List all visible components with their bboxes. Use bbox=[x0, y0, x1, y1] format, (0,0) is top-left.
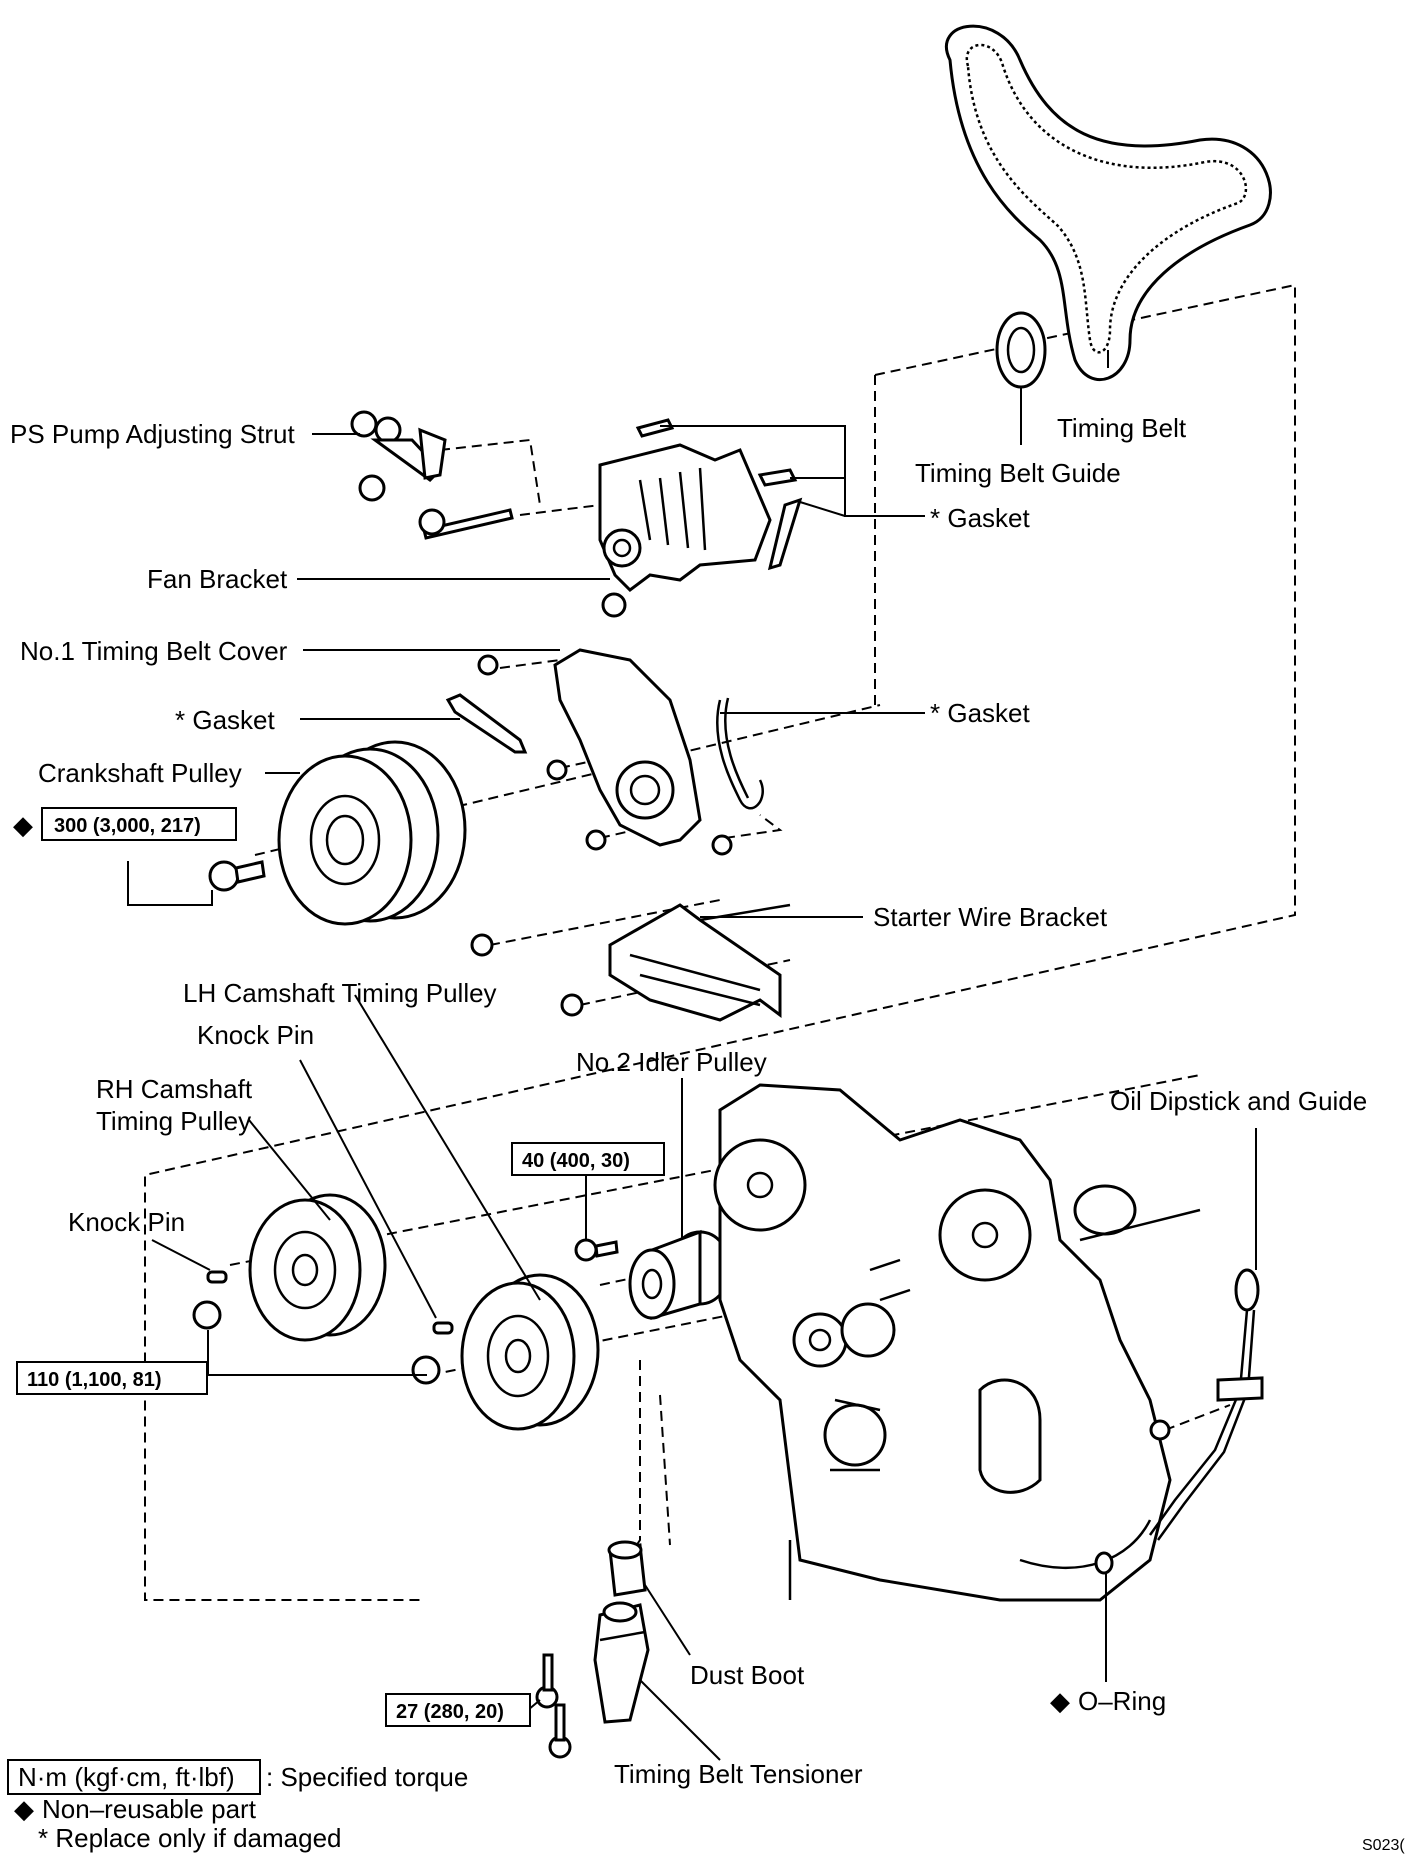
timing-belt-tensioner bbox=[593, 1601, 650, 1724]
label-knock-pin-lower: Knock Pin bbox=[68, 1207, 185, 1237]
label-o-ring: O–Ring bbox=[1078, 1686, 1166, 1716]
o-ring-part bbox=[1094, 1551, 1114, 1575]
starter-wire-bracket bbox=[470, 903, 791, 1022]
torque-box-tensioner: 27 (280, 20) bbox=[385, 1693, 531, 1727]
torque-box-idler: 40 (400, 30) bbox=[511, 1142, 665, 1176]
legend-non-reusable: Non–reusable part bbox=[42, 1794, 257, 1824]
legend-non-reusable-symbol: ◆ bbox=[14, 1794, 34, 1824]
label-timing-belt: Timing Belt bbox=[1057, 413, 1187, 443]
non-reusable-symbol-o-ring: ◆ bbox=[1050, 1686, 1070, 1716]
figure-code: S023( bbox=[1362, 1837, 1405, 1854]
label-no2-idler-pulley: No.2 Idler Pulley bbox=[576, 1047, 767, 1077]
legend-torque-units: N·m (kgf·cm, ft·lbf) bbox=[18, 1762, 235, 1792]
timing-belt bbox=[945, 24, 1272, 382]
label-oil-dipstick-and-guide: Oil Dipstick and Guide bbox=[1110, 1086, 1367, 1116]
oil-dipstick-and-guide bbox=[1148, 1268, 1264, 1541]
label-rh-camshaft-line1: RH Camshaft bbox=[96, 1074, 253, 1104]
torque-value-idler: 40 (400, 30) bbox=[522, 1150, 630, 1172]
rh-camshaft-timing-pulley bbox=[248, 1193, 387, 1342]
crankshaft-pulley bbox=[208, 740, 467, 926]
timing-belt-guide bbox=[995, 311, 1047, 389]
torque-box-camshaft: 110 (1,100, 81) bbox=[16, 1361, 208, 1395]
label-timing-belt-guide: Timing Belt Guide bbox=[915, 458, 1121, 488]
label-no1-timing-belt-cover: No.1 Timing Belt Cover bbox=[20, 636, 288, 666]
non-reusable-symbol-crankshaft: ◆ bbox=[13, 810, 33, 840]
torque-value-tensioner: 27 (280, 20) bbox=[396, 1701, 504, 1723]
label-rh-camshaft-line2: Timing Pulley bbox=[96, 1106, 251, 1136]
ps-pump-adjusting-strut bbox=[350, 410, 514, 540]
label-fan-bracket: Fan Bracket bbox=[147, 564, 288, 594]
dust-boot bbox=[607, 1540, 647, 1597]
knock-pins bbox=[206, 1270, 454, 1335]
label-ps-pump-adjusting-strut: PS Pump Adjusting Strut bbox=[10, 419, 295, 449]
label-timing-belt-tensioner: Timing Belt Tensioner bbox=[614, 1759, 863, 1789]
legend: N·m (kgf·cm, ft·lbf) : Specified torque … bbox=[7, 1759, 468, 1853]
fan-bracket bbox=[598, 418, 803, 618]
callout-labels: PS Pump Adjusting Strut Timing Belt Timi… bbox=[10, 413, 1367, 1789]
lh-camshaft-timing-pulley bbox=[460, 1273, 600, 1431]
torque-value-crankshaft: 300 (3,000, 217) bbox=[54, 815, 201, 837]
camshaft-bolts bbox=[192, 1300, 441, 1385]
engine-block bbox=[713, 1083, 1201, 1602]
no1-timing-belt-cover bbox=[445, 648, 764, 856]
torque-value-camshaft: 110 (1,100, 81) bbox=[27, 1369, 162, 1391]
label-gasket-right: * Gasket bbox=[930, 698, 1030, 728]
label-dust-boot: Dust Boot bbox=[690, 1660, 805, 1690]
label-crankshaft-pulley: Crankshaft Pulley bbox=[38, 758, 242, 788]
label-lh-camshaft-timing-pulley: LH Camshaft Timing Pulley bbox=[183, 978, 497, 1008]
label-knock-pin-upper: Knock Pin bbox=[197, 1020, 314, 1050]
legend-replace-damaged: * Replace only if damaged bbox=[38, 1823, 342, 1853]
tensioner-bolts bbox=[535, 1653, 572, 1759]
no2-idler-pulley bbox=[574, 1229, 732, 1320]
label-starter-wire-bracket: Starter Wire Bracket bbox=[873, 902, 1108, 932]
torque-box-crankshaft: 300 (3,000, 217) ◆ bbox=[13, 807, 237, 841]
legend-torque-desc: : Specified torque bbox=[266, 1762, 468, 1792]
label-gasket-left: * Gasket bbox=[175, 705, 275, 735]
label-gasket-top: * Gasket bbox=[930, 503, 1030, 533]
